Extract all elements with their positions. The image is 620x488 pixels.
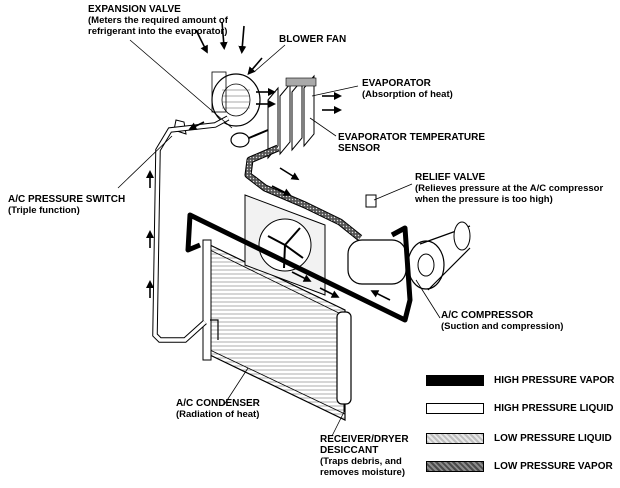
leader-lines <box>117 39 441 437</box>
high-pressure-vapor-line <box>185 212 413 323</box>
legend-label: HIGH PRESSURE VAPOR <box>494 375 615 386</box>
label-relief-valve: RELIEF VALVE (Relieves pressure at the A… <box>415 172 604 205</box>
label-blower-fan: BLOWER FAN <box>279 34 347 45</box>
receiver-dryer <box>336 311 352 412</box>
legend-label: LOW PRESSURE LIQUID <box>494 433 612 444</box>
legend-swatch-high-pressure-liquid <box>426 403 484 414</box>
label-expansion-valve: EXPANSION VALVE (Meters the required amo… <box>88 4 228 37</box>
blower-fan <box>211 71 261 127</box>
label-condenser: A/C CONDENSER (Radiation of heat) <box>176 398 260 420</box>
label-evaporator-temperature-sensor: EVAPORATOR TEMPERATURE SENSOR <box>338 132 486 154</box>
legend-item: HIGH PRESSURE LIQUID <box>426 402 616 416</box>
expansion-valve <box>230 129 269 148</box>
legend-swatch-low-pressure-liquid <box>426 433 484 444</box>
legend-item: LOW PRESSURE LIQUID <box>426 432 616 446</box>
compressor <box>347 194 471 291</box>
legend-label: LOW PRESSURE VAPOR <box>494 461 613 472</box>
legend-swatch-high-pressure-vapor <box>426 375 484 386</box>
legend-label: HIGH PRESSURE LIQUID <box>494 403 614 414</box>
flow-arrows <box>146 21 391 301</box>
label-compressor: A/C COMPRESSOR (Suction and compression) <box>441 310 564 332</box>
legend-item: LOW PRESSURE VAPOR <box>426 460 616 474</box>
condenser <box>202 239 346 421</box>
legend-item: HIGH PRESSURE VAPOR <box>426 374 616 388</box>
label-receiver-dryer: RECEIVER/DRYER DESICCANT (Traps debris, … <box>320 434 409 478</box>
label-evaporator: EVAPORATOR (Absorption of heat) <box>362 78 453 100</box>
legend-swatch-low-pressure-vapor <box>426 461 484 472</box>
label-pressure-switch: A/C PRESSURE SWITCH (Triple function) <box>8 194 126 216</box>
